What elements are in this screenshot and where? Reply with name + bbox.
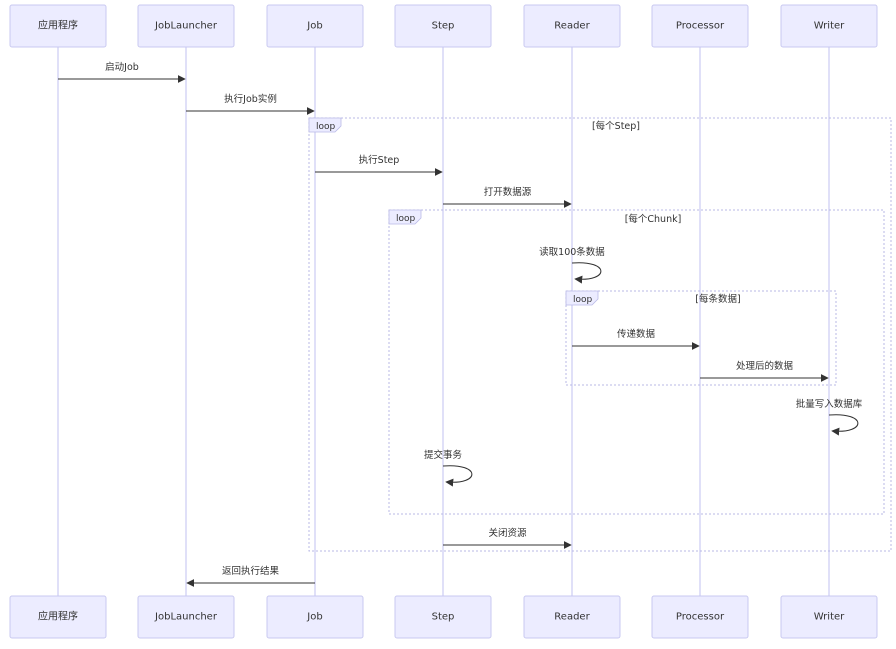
loop-keyword: loop — [573, 295, 593, 305]
actor-label: Job — [306, 612, 322, 623]
actor-label: Reader — [554, 21, 590, 32]
message-label: 处理后的数据 — [736, 360, 794, 372]
actor-label: JobLauncher — [154, 612, 218, 623]
actor-label: Step — [432, 612, 455, 623]
actor-app-top: 应用程序 — [9, 4, 107, 48]
actor-label: Writer — [814, 21, 845, 32]
message-label: 返回执行结果 — [222, 565, 280, 577]
actor-box — [137, 4, 235, 48]
loop-condition: [每个Chunk] — [625, 213, 682, 225]
message-label: 读取100条数据 — [539, 246, 605, 258]
actor-label: 应用程序 — [38, 610, 78, 623]
actor-box — [780, 595, 878, 639]
actor-box — [266, 4, 364, 48]
loop-condition: [每条数据] — [695, 293, 740, 305]
message-7: 处理后的数据 — [700, 360, 829, 382]
message-1: 启动Job — [58, 61, 186, 83]
loop-frame-record: loop [每条数据] — [565, 290, 837, 386]
actor-box — [266, 595, 364, 639]
actor-app-bottom: 应用程序 — [9, 595, 107, 639]
actor-box — [651, 595, 749, 639]
message-6: 传递数据 — [572, 328, 700, 350]
message-label: 执行Job实例 — [224, 93, 277, 105]
actor-processor-top: Processor — [651, 4, 749, 48]
loop-keyword: loop — [396, 214, 416, 224]
actor-box — [523, 4, 621, 48]
actor-job-bottom: Job — [266, 595, 364, 639]
actor-box — [394, 595, 492, 639]
message-8: 批量写入数据库 — [796, 398, 863, 436]
loop-frame-chunk: loop [每个Chunk] — [388, 209, 885, 515]
actor-label: Processor — [676, 21, 725, 32]
message-label: 启动Job — [105, 61, 139, 73]
loop-keyword: loop — [316, 122, 336, 132]
actor-launcher-bottom: JobLauncher — [137, 595, 235, 639]
message-4: 打开数据源 — [443, 186, 572, 208]
actor-box — [523, 595, 621, 639]
actor-processor-bottom: Processor — [651, 595, 749, 639]
message-11: 返回执行结果 — [186, 565, 315, 587]
message-label: 提交事务 — [424, 449, 463, 461]
actor-label: Job — [306, 21, 322, 32]
message-label: 执行Step — [359, 154, 400, 166]
actor-label: Processor — [676, 612, 725, 623]
actor-step-bottom: Step — [394, 595, 492, 639]
actor-box — [394, 4, 492, 48]
actor-box — [9, 595, 107, 639]
actor-reader-bottom: Reader — [523, 595, 621, 639]
actor-job-top: Job — [266, 4, 364, 48]
message-2: 执行Job实例 — [186, 93, 315, 115]
self-call-arrow — [828, 414, 859, 436]
message-label: 批量写入数据库 — [796, 398, 863, 410]
message-9: 提交事务 — [424, 449, 473, 487]
actor-launcher-top: JobLauncher — [137, 4, 235, 48]
actor-writer-bottom: Writer — [780, 595, 878, 639]
actor-box — [651, 4, 749, 48]
message-5: 读取100条数据 — [539, 246, 605, 284]
actor-reader-top: Reader — [523, 4, 621, 48]
actor-box — [137, 595, 235, 639]
loop-condition: [每个Step] — [592, 120, 640, 132]
actor-box — [780, 4, 878, 48]
message-10: 关闭资源 — [443, 527, 572, 549]
message-label: 传递数据 — [617, 328, 656, 340]
actor-writer-top: Writer — [780, 4, 878, 48]
actor-label: Step — [432, 21, 455, 32]
actor-label: Reader — [554, 612, 590, 623]
message-3: 执行Step — [315, 154, 443, 176]
self-call-arrow — [571, 262, 602, 284]
actor-box — [9, 4, 107, 48]
actor-label: JobLauncher — [154, 21, 218, 32]
loop-frame-step: loop [每个Step] — [308, 117, 892, 552]
actor-label: Writer — [814, 612, 845, 623]
actor-step-top: Step — [394, 4, 492, 48]
self-call-arrow — [442, 465, 473, 487]
actor-label: 应用程序 — [38, 19, 78, 32]
message-label: 打开数据源 — [484, 186, 532, 198]
message-label: 关闭资源 — [488, 527, 527, 539]
